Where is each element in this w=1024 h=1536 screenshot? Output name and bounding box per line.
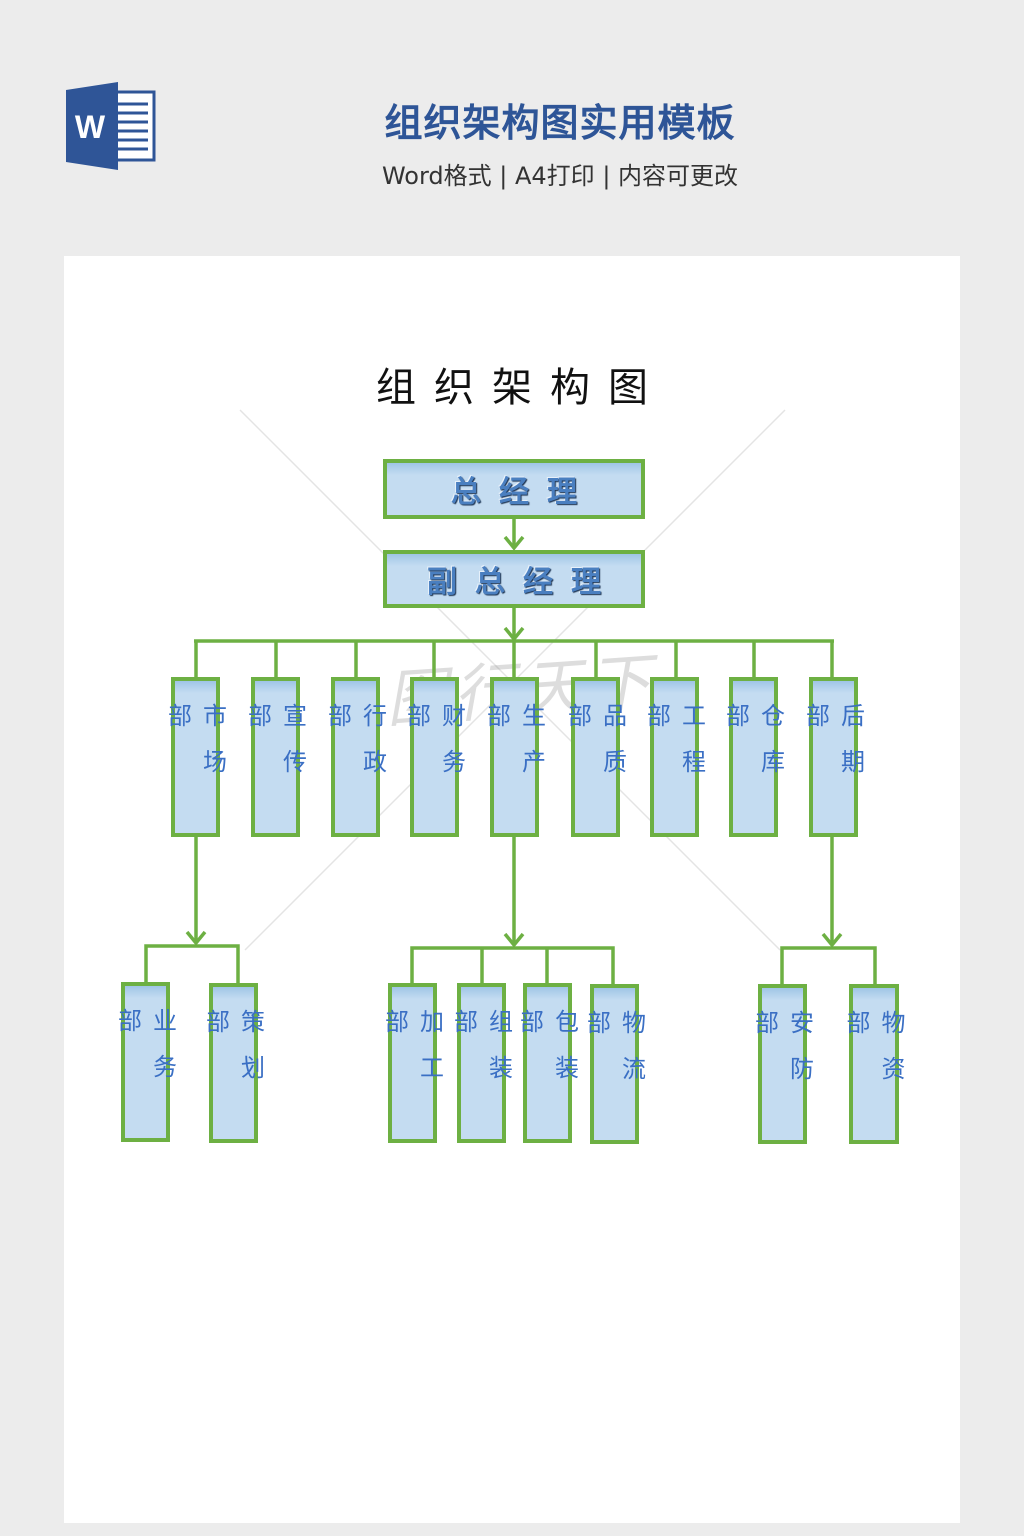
org-box-label: 生产部 (482, 703, 546, 795)
org-box-general-manager: 总经理 (383, 459, 645, 519)
org-box-label: 安防部 (750, 1010, 814, 1102)
arrowhead (821, 932, 843, 948)
org-box-deputy-general-manager: 副总经理 (383, 550, 645, 608)
org-box-label: 后期部 (801, 703, 865, 795)
org-box-label: 策划部 (201, 1009, 265, 1101)
org-box-department: 工程部 (643, 677, 706, 837)
org-box-label: 财务部 (402, 703, 466, 795)
org-box-label: 宣传部 (243, 703, 307, 795)
org-box-department: 生产部 (483, 677, 546, 837)
org-box-label: 物流部 (582, 1010, 646, 1102)
sub-bus-later (780, 946, 877, 985)
org-box-label: 包装部 (515, 1009, 579, 1101)
org-box-department: 品质部 (564, 677, 627, 837)
org-box-sub-department: 安防部 (751, 984, 814, 1144)
org-box-label: 市场部 (163, 703, 227, 795)
word-document-icon: W (66, 82, 156, 170)
arrowhead (503, 535, 525, 551)
org-box-label: 仓库部 (721, 703, 785, 795)
org-box-sub-department: 包装部 (516, 983, 579, 1143)
org-box-label: 副总经理 (427, 565, 619, 600)
header-subtitle: Word格式 | A4打印 | 内容可更改 (381, 162, 739, 190)
arrowhead (503, 932, 525, 948)
document-title: 组织架构图 (376, 365, 666, 411)
org-box-department: 仓库部 (722, 677, 785, 837)
sub-bus-production (410, 946, 615, 985)
org-box-sub-department: 策划部 (202, 983, 265, 1143)
header-title: 组织架构图实用模板 (384, 101, 736, 145)
org-box-label: 行政部 (323, 703, 387, 795)
org-box-label: 加工部 (380, 1009, 444, 1101)
org-box-department: 行政部 (324, 677, 387, 837)
org-box-label: 品质部 (563, 703, 627, 795)
org-box-department: 后期部 (802, 677, 865, 837)
org-box-department: 宣传部 (244, 677, 307, 837)
arrowhead (503, 626, 525, 642)
org-box-sub-department: 加工部 (381, 983, 444, 1143)
org-box-sub-department: 物资部 (842, 984, 905, 1144)
org-box-department: 市场部 (164, 677, 227, 837)
org-box-label: 业务部 (113, 1008, 177, 1100)
org-box-label: 总经理 (451, 475, 595, 510)
arrowhead (185, 930, 207, 946)
org-box-sub-department: 物流部 (583, 984, 646, 1144)
org-box-department: 财务部 (403, 677, 466, 837)
org-box-label: 工程部 (642, 703, 706, 795)
org-box-sub-department: 业务部 (114, 982, 177, 1142)
sub-bus-market (144, 944, 240, 983)
org-box-label: 组装部 (449, 1009, 513, 1101)
svg-text:W: W (75, 109, 106, 145)
org-box-label: 物资部 (842, 1010, 905, 1102)
org-box-sub-department: 组装部 (450, 983, 513, 1143)
